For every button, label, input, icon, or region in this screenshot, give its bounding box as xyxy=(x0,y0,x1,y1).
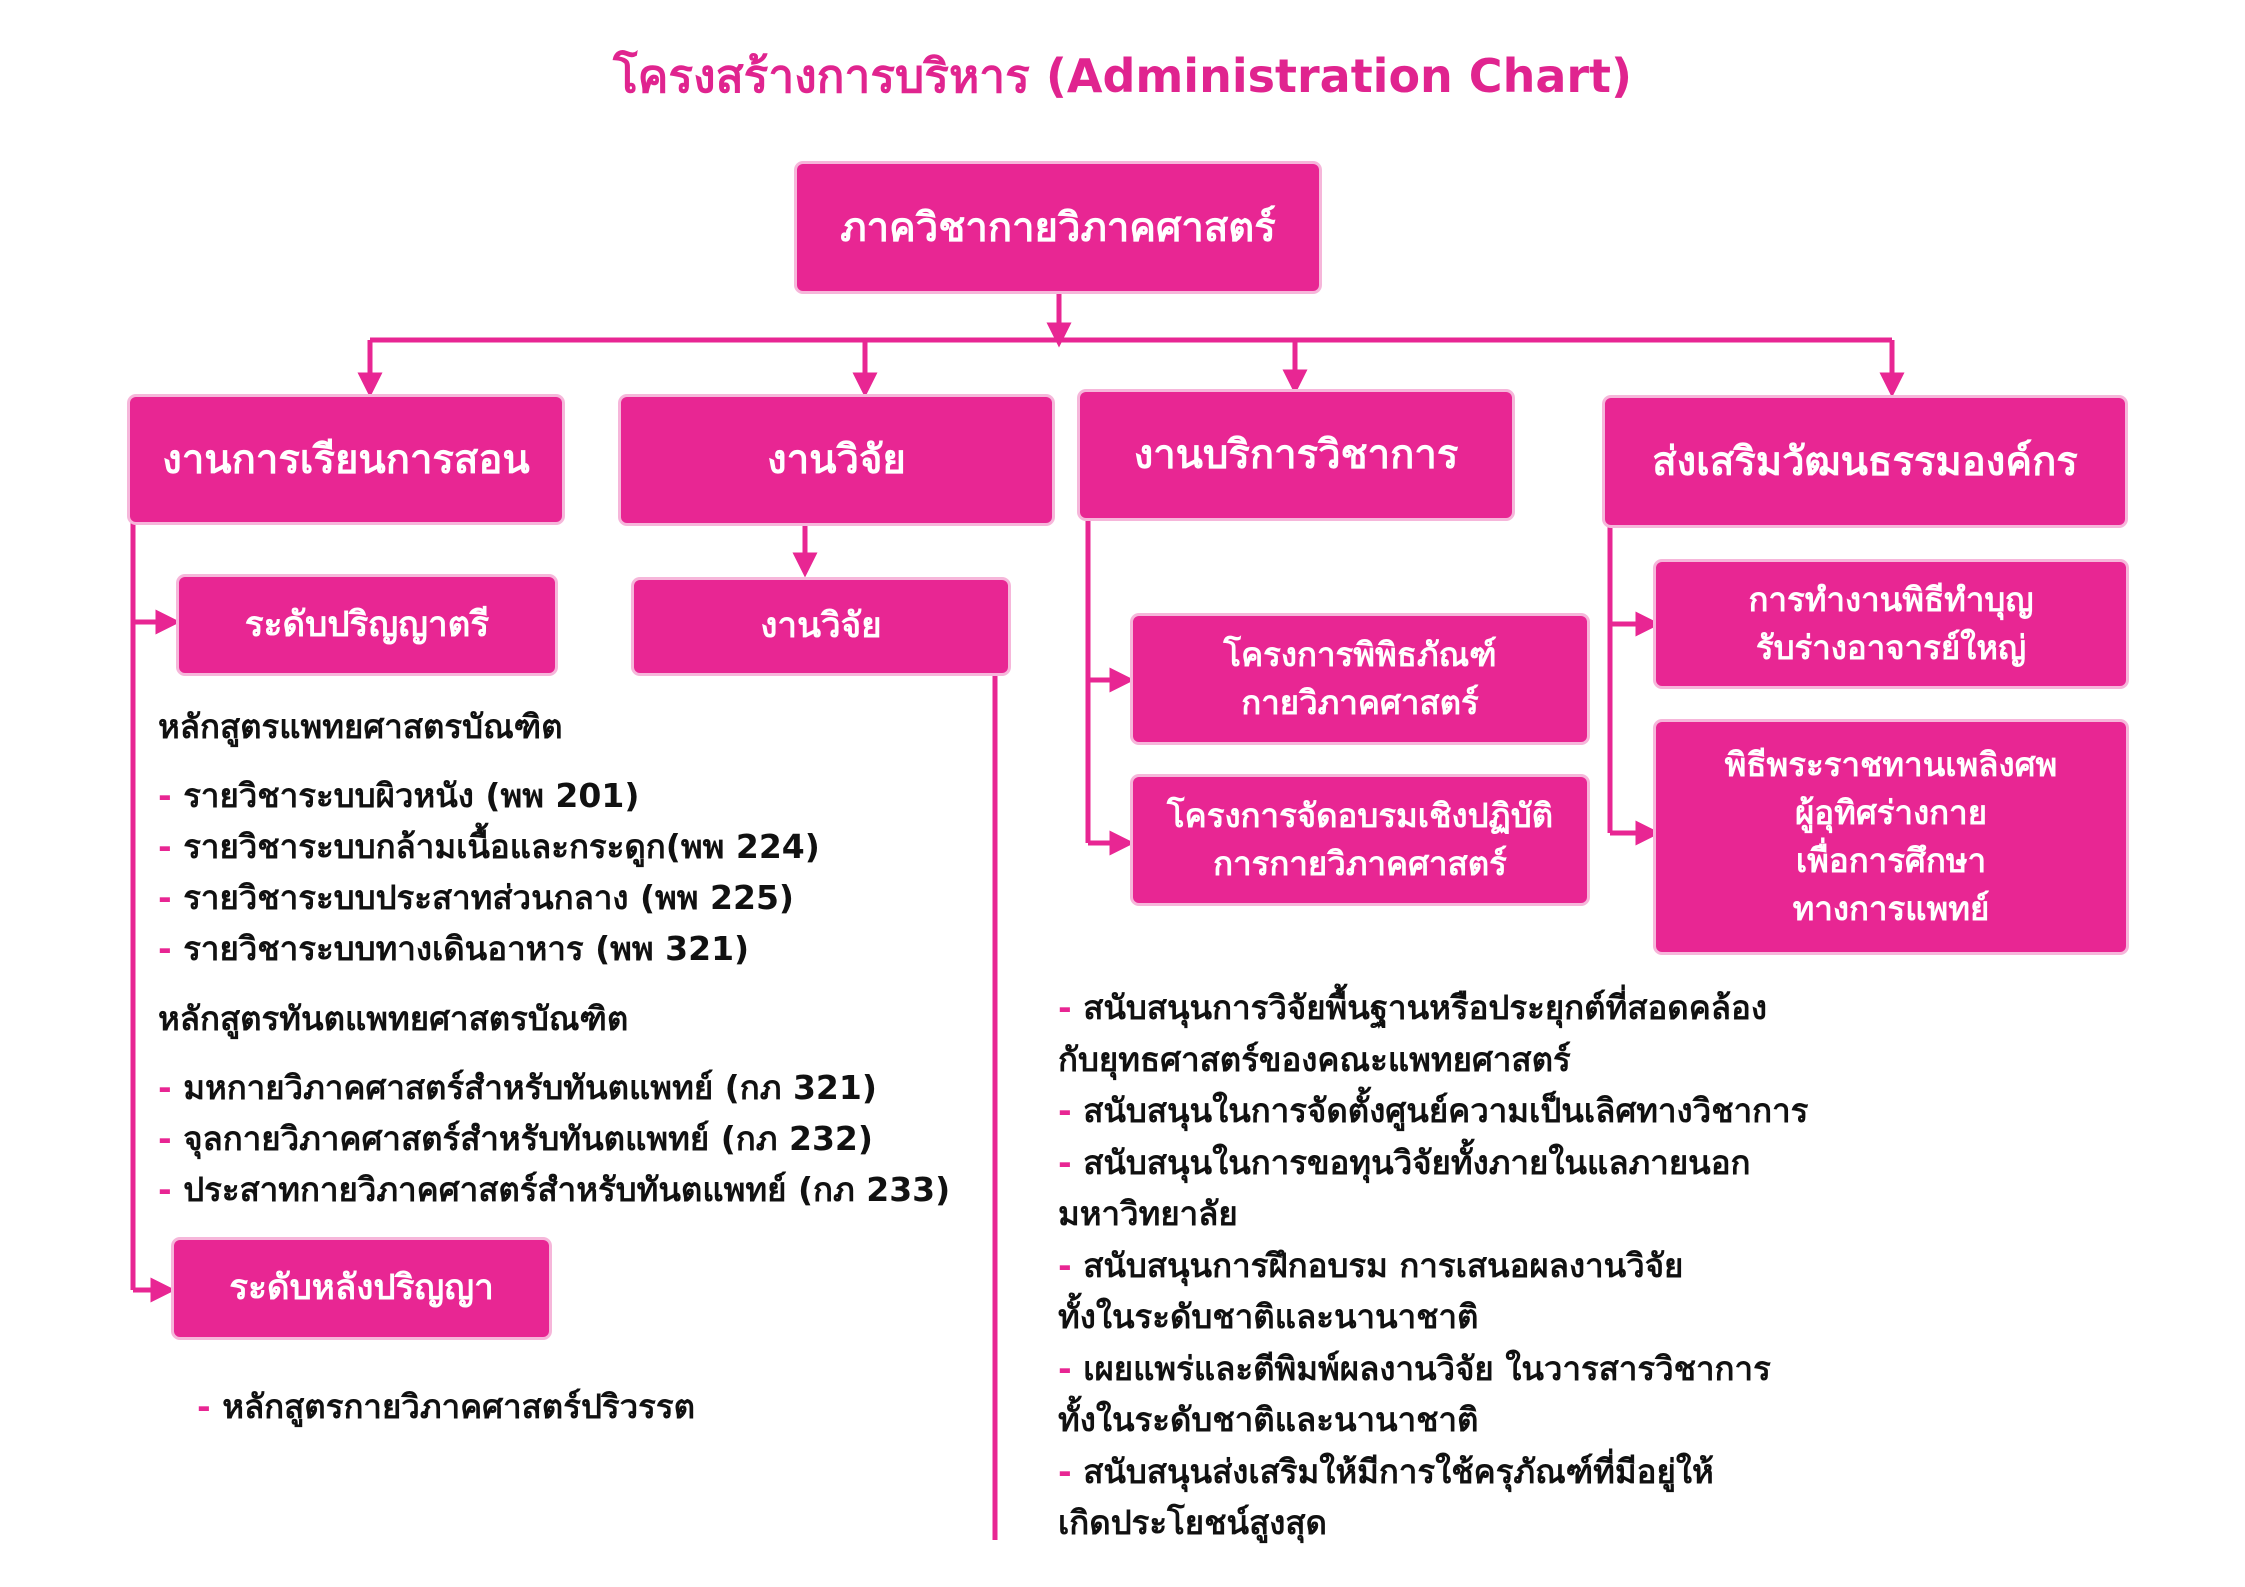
list-item: - ประสาทกายวิภาคศาสตร์สำหรับทันตแพทย์ (ก… xyxy=(158,1170,951,1209)
museum-project-node: โครงการพิพิธภัณฑ์ กายวิภาคศาสตร์ xyxy=(1133,616,1587,742)
merit-label-line-1: การทำงานพิธีทำบุญ xyxy=(1748,580,2034,620)
list-item: - เผยแพร่และตีพิมพ์ผลงานวิจัย ในวารสารวิ… xyxy=(1058,1348,1771,1388)
list-item: - สนับสนุนในการจัดตั้งศูนย์ความเป็นเลิศท… xyxy=(1058,1091,1809,1130)
list-item: - รายวิชาระบบทางเดินอาหาร (พพ 321) xyxy=(158,929,750,968)
list-item: - สนับสนุนการวิจัยพื้นฐานหรือประยุกต์ที่… xyxy=(1058,988,1767,1027)
root-node: ภาควิชากายวิภาคศาสตร์ xyxy=(797,164,1319,291)
workshop-label-line-2: การกายวิภาคศาสตร์ xyxy=(1213,844,1507,883)
branch-teaching: งานการเรียนการสอน xyxy=(130,397,562,522)
museum-label-line-2: กายวิภาคศาสตร์ xyxy=(1241,683,1479,722)
root-label: ภาควิชากายวิภาคศาสตร์ xyxy=(840,204,1276,251)
workshop-project-node: โครงการจัดอบรมเชิงปฏิบัติ การกายวิภาคศาส… xyxy=(1133,777,1587,903)
museum-label-line-1: โครงการพิพิธภัณฑ์ xyxy=(1223,635,1497,675)
dds-program-heading: หลักสูตรทันตแพทยศาสตรบัณฑิต xyxy=(158,999,629,1038)
list-item-continued: มหาวิทยาลัย xyxy=(1058,1194,1238,1233)
list-item: - จุลกายวิภาคศาสตร์สำหรับทันตแพทย์ (กภ 2… xyxy=(158,1119,873,1158)
branch-academic-service: งานบริการวิชาการ xyxy=(1080,392,1512,518)
list-item: - สนับสนุนการฝึกอบรม การเสนอผลงานวิจัย xyxy=(1058,1245,1684,1285)
chart-title: โครงสร้างการบริหาร (Administration Chart… xyxy=(612,49,1633,103)
cremation-label-line-1: พิธีพระราชทานเพลิงศพ xyxy=(1724,745,2058,785)
list-item: - รายวิชาระบบผิวหนัง (พพ 201) xyxy=(158,776,640,815)
branch-research-label: งานวิจัย xyxy=(767,437,906,483)
list-item: - รายวิชาระบบประสาทส่วนกลาง (พพ 225) xyxy=(158,878,795,917)
list-item: - สนับสนุนในการขอทุนวิจัยทั้งภายในแลภายน… xyxy=(1058,1142,1751,1182)
list-item-continued: ทั้งในระดับชาติและนานาชาติ xyxy=(1058,1297,1479,1336)
merit-ceremony-node: การทำงานพิธีทำบุญ รับร่างอาจารย์ใหญ่ xyxy=(1656,562,2126,686)
branch-teaching-label: งานการเรียนการสอน xyxy=(162,436,530,483)
list-item: - หลักสูตรกายวิภาคศาสตร์ปริวรรต xyxy=(197,1387,696,1426)
branch-service-label: งานบริการวิชาการ xyxy=(1133,432,1459,478)
dds-course-list: - มหกายวิภาคศาสตร์สำหรับทันตแพทย์ (กภ 32… xyxy=(158,1062,950,1215)
cremation-label-line-3: เพื่อการศึกษา xyxy=(1795,841,1987,880)
list-item-continued: ทั้งในระดับชาติและนานาชาติ xyxy=(1058,1400,1479,1439)
cremation-ceremony-node: พิธีพระราชทานเพลิงศพ ผู้อุทิศร่างกาย เพื… xyxy=(1656,722,2126,952)
cremation-label-line-4: ทางการแพทย์ xyxy=(1792,888,1990,928)
md-program-heading: หลักสูตรแพทยศาสตรบัณฑิต xyxy=(158,707,563,746)
branch-culture: ส่งเสริมวัฒนธรรมองค์กร xyxy=(1605,398,2125,525)
research-support-list: - สนับสนุนการวิจัยพื้นฐานหรือประยุกต์ที่… xyxy=(1058,982,1808,1549)
undergrad-label: ระดับปริญญาตรี xyxy=(244,604,490,645)
research-sub-node: งานวิจัย xyxy=(634,580,1008,673)
undergrad-node: ระดับปริญญาตรี xyxy=(179,577,555,673)
grad-label: ระดับหลังปริญญา xyxy=(229,1268,494,1309)
list-item-continued: เกิดประโยชน์สูงสุด xyxy=(1058,1503,1327,1542)
list-item-continued: กับยุทธศาสตร์ของคณะแพทยศาสตร์ xyxy=(1058,1039,1571,1079)
branch-research: งานวิจัย xyxy=(621,397,1052,523)
merit-label-line-2: รับร่างอาจารย์ใหญ่ xyxy=(1755,628,2027,667)
research-sub-label: งานวิจัย xyxy=(760,606,882,647)
list-item: - สนับสนุนส่งเสริมให้มีการใช้ครุภัณฑ์ที่… xyxy=(1058,1451,1714,1491)
workshop-label-line-1: โครงการจัดอบรมเชิงปฏิบัติ xyxy=(1166,796,1554,836)
grad-node: ระดับหลังปริญญา xyxy=(174,1240,549,1337)
list-item: - รายวิชาระบบกล้ามเนื้อและกระดูก(พพ 224) xyxy=(158,827,820,866)
grad-course-list: - หลักสูตรกายวิภาคศาสตร์ปริวรรต xyxy=(197,1380,695,1433)
md-course-list: - รายวิชาระบบผิวหนัง (พพ 201) - รายวิชาร… xyxy=(158,770,820,974)
list-item: - มหกายวิภาคศาสตร์สำหรับทันตแพทย์ (กภ 32… xyxy=(158,1068,877,1107)
cremation-label-line-2: ผู้อุทิศร่างกาย xyxy=(1794,793,1988,833)
branch-culture-label: ส่งเสริมวัฒนธรรมองค์กร xyxy=(1652,438,2078,485)
